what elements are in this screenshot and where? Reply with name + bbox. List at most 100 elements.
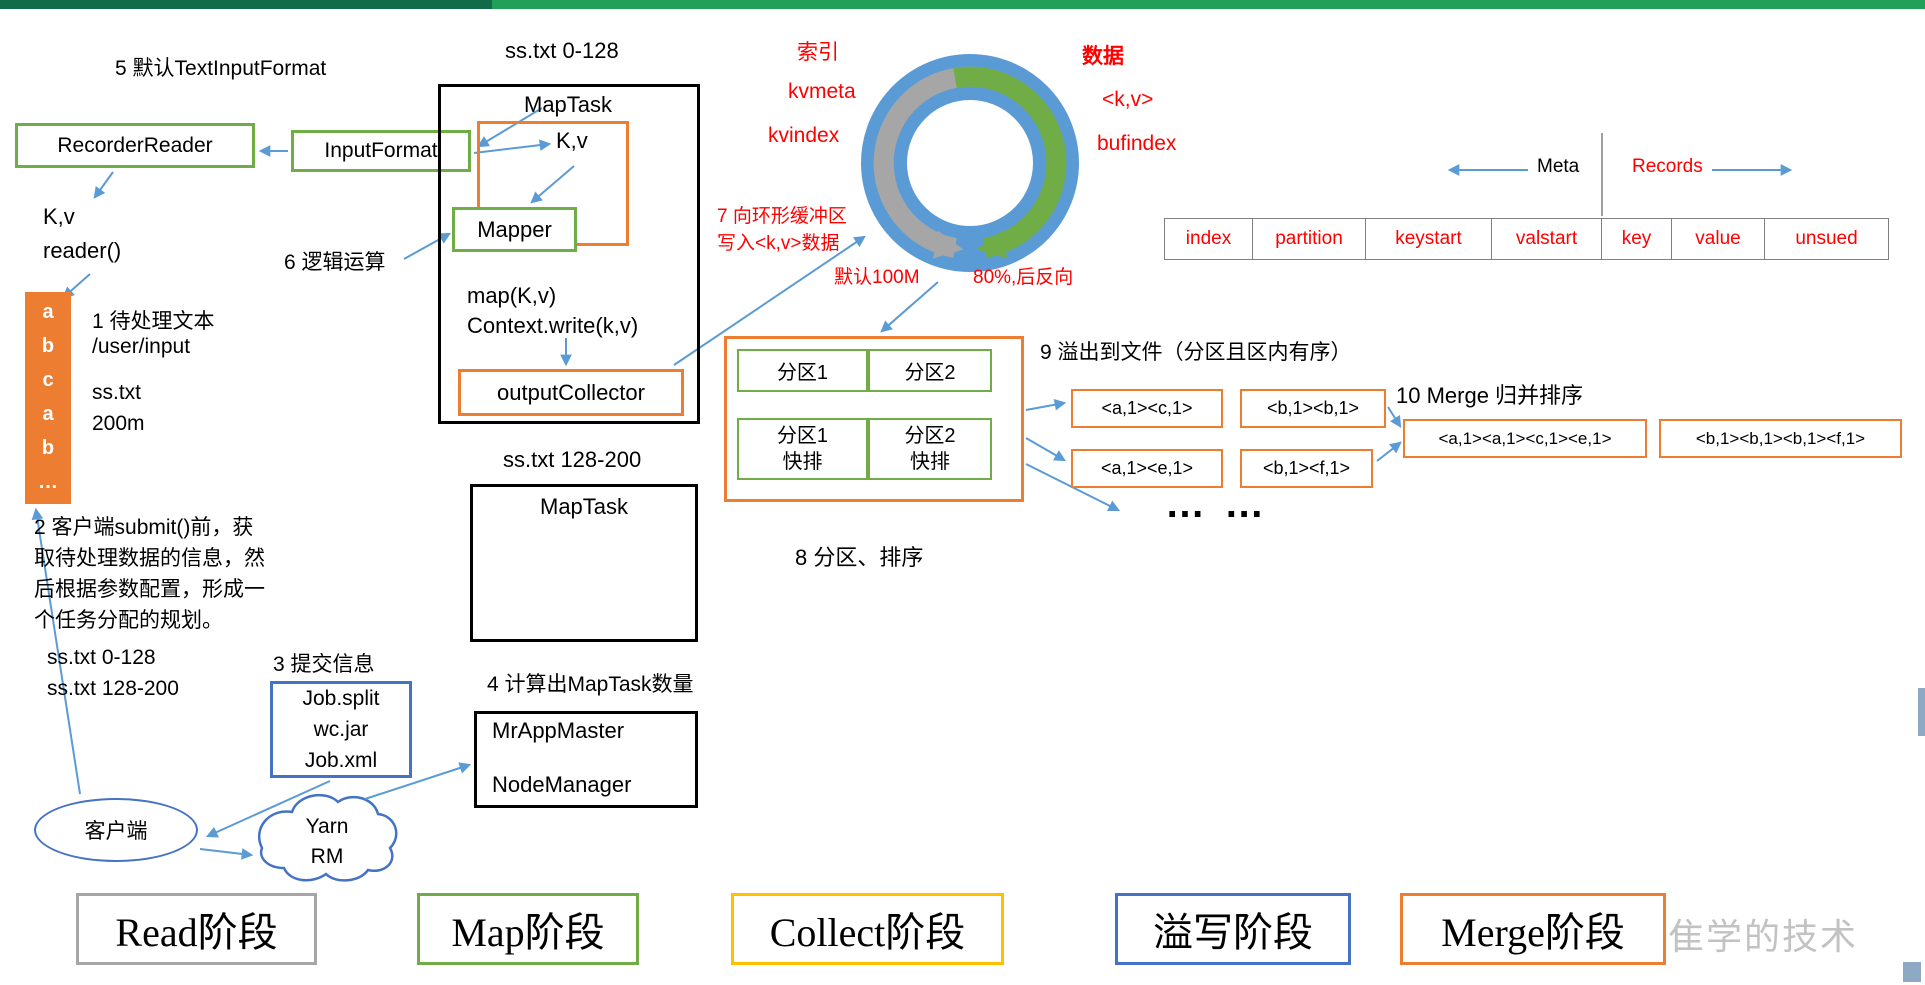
map-line: map(K,v) (467, 283, 557, 308)
spill-dots: … … (1165, 482, 1269, 526)
kv-label: K,v (556, 128, 588, 153)
arrow-partition-to-spill2 (1025, 437, 1067, 462)
arrow-kv-to-mapper (530, 165, 575, 204)
buffer-kvmeta-label: kvmeta (788, 80, 856, 103)
column-unsued: unsued (1795, 228, 1858, 249)
ring-buffer-gray-arrow (873, 66, 987, 259)
partition1-sorted-cell: 分区1 快排 (737, 418, 868, 480)
arrow-spillrow1-to-merge (1387, 406, 1402, 428)
step4-label: 4 计算出MapTask数量 (487, 673, 694, 696)
step7-label: 7 向环形缓冲区 写入<k,v>数据 (717, 206, 847, 254)
partition1-cell: 分区1 (737, 349, 868, 392)
step5-label: 5 默认TextInputFormat (115, 57, 327, 80)
buffer-reverse-label: 80%,后反向 (973, 267, 1074, 288)
buffer-kv-label: <k,v> (1102, 88, 1154, 111)
maptask2-header: ss.txt 128-200 (503, 447, 642, 472)
input-file-strip: a b c a b … (25, 292, 71, 504)
partition2-sorted-cell: 分区2 快排 (868, 418, 992, 480)
merged-file-1-label: <a,1><a,1><c,1><e,1> (1438, 428, 1612, 448)
arrow-partition-to-spill1 (1025, 398, 1067, 411)
stage-collect: Collect阶段 (731, 893, 1004, 965)
stage-map-label: Map阶段 (451, 910, 605, 955)
recorderreader-box: RecorderReader (15, 123, 255, 168)
split-line-1: ss.txt 0-128 (47, 646, 156, 669)
scrollbar-corner-artifact[interactable] (1903, 962, 1921, 982)
step1-path: /user/input (92, 335, 191, 358)
merged-file-1: <a,1><a,1><c,1><e,1> (1403, 419, 1647, 458)
step10-label: 10 Merge 归并排序 (1396, 383, 1584, 408)
maptask1-title: MapTask (524, 92, 613, 117)
column-keystart: keystart (1366, 219, 1492, 259)
flow-arrows (31, 107, 1793, 860)
stage-spill: 溢写阶段 (1115, 893, 1351, 965)
maptask1-header: ss.txt 0-128 (505, 38, 619, 63)
inputformat-label: InputFormat (324, 139, 438, 162)
spill-file-2-label: <b,1><b,1> (1266, 398, 1360, 418)
spill-file-4: <b,1><f,1> (1240, 449, 1373, 488)
step3-label: 3 提交信息 (273, 653, 375, 676)
topbar-dark-segment (0, 0, 492, 9)
arrow-inputformat-to-kv (473, 139, 552, 154)
column-index: index (1165, 219, 1253, 259)
yarn-cloud-shape (257, 794, 398, 882)
step1-size: 200m (92, 412, 145, 435)
stage-map: Map阶段 (417, 893, 639, 965)
topbar-light-segment (492, 0, 1925, 9)
maptask2-box (470, 484, 698, 642)
spill-file-1-label: <a,1><c,1> (1101, 398, 1193, 418)
column-value: value (1672, 219, 1765, 259)
mrappmaster-label: MrAppMaster (492, 718, 625, 743)
step9-label: 9 溢出到文件（分区且区内有序） (1040, 341, 1352, 364)
scrollbar-right-artifact[interactable] (1918, 688, 1925, 736)
mapper-box: Mapper (452, 207, 577, 252)
column-key: key (1602, 219, 1672, 259)
merged-file-2-label: <b,1><b,1><b,1><f,1> (1695, 428, 1866, 448)
merged-file-2: <b,1><b,1><b,1><f,1> (1659, 419, 1902, 458)
outputcollector-label: outputCollector (497, 379, 645, 405)
step6-label: 6 逻辑运算 (284, 251, 386, 274)
stage-read-label: Read阶段 (115, 910, 278, 955)
buffer-index-label: 索引 (797, 41, 839, 64)
recorderreader-label: RecorderReader (57, 133, 213, 157)
arrow-recorderreader-to-reader (93, 171, 114, 199)
split-line-2: ss.txt 128-200 (47, 677, 179, 700)
stage-merge-label: Merge阶段 (1441, 910, 1625, 955)
client-ellipse: 客户端 (34, 798, 198, 862)
kv-reader-label: K,v reader() (43, 204, 122, 263)
step1-title: 1 待处理文本 (92, 310, 215, 333)
mapper-label: Mapper (477, 216, 552, 242)
stage-spill-label: 溢写阶段 (1153, 910, 1313, 955)
partition1-label: 分区1 (776, 362, 829, 384)
step8-label: 8 分区、排序 (795, 545, 924, 570)
records-label: Records (1632, 156, 1703, 177)
partition2-label: 分区2 (904, 362, 956, 384)
arrow-jobbox-to-client (205, 780, 331, 838)
ring-buffer-green-arrow (953, 66, 1067, 259)
maptask2-title: MapTask (540, 494, 629, 519)
spill-file-4-label: <b,1><f,1> (1262, 458, 1351, 478)
column-partition: partition (1253, 219, 1366, 259)
spill-file-1: <a,1><c,1> (1071, 389, 1223, 428)
watermark-text: 隹学的技术 (1668, 917, 1859, 957)
stage-read: Read阶段 (76, 893, 317, 965)
job-submit-box: Job.split wc.jar Job.xml (270, 681, 412, 778)
arrow-buffer-to-partition (880, 281, 939, 333)
arrow-collector-to-buffer (673, 235, 866, 366)
spill-file-3-label: <a,1><e,1> (1100, 458, 1194, 478)
stage-collect-label: Collect阶段 (769, 910, 966, 955)
client-label: 客户端 (84, 820, 148, 843)
arrow-yarn-to-mrappmaster (364, 762, 472, 800)
arrow-spillrow2-to-merge (1376, 441, 1402, 462)
meta-label: Meta (1537, 156, 1580, 177)
context-write-line: Context.write(k,v) (467, 313, 639, 338)
outputcollector-box: outputCollector (458, 369, 684, 416)
buffer-bufindex-label: bufindex (1097, 132, 1177, 155)
arrow-client-to-yarn (199, 848, 254, 860)
inputformat-box: InputFormat (291, 130, 471, 172)
stage-merge: Merge阶段 (1400, 893, 1666, 965)
mrappmaster-box (474, 711, 698, 808)
meta-records-table: index partition keystart valstart key va… (1164, 218, 1889, 260)
spill-file-2: <b,1><b,1> (1240, 389, 1386, 428)
